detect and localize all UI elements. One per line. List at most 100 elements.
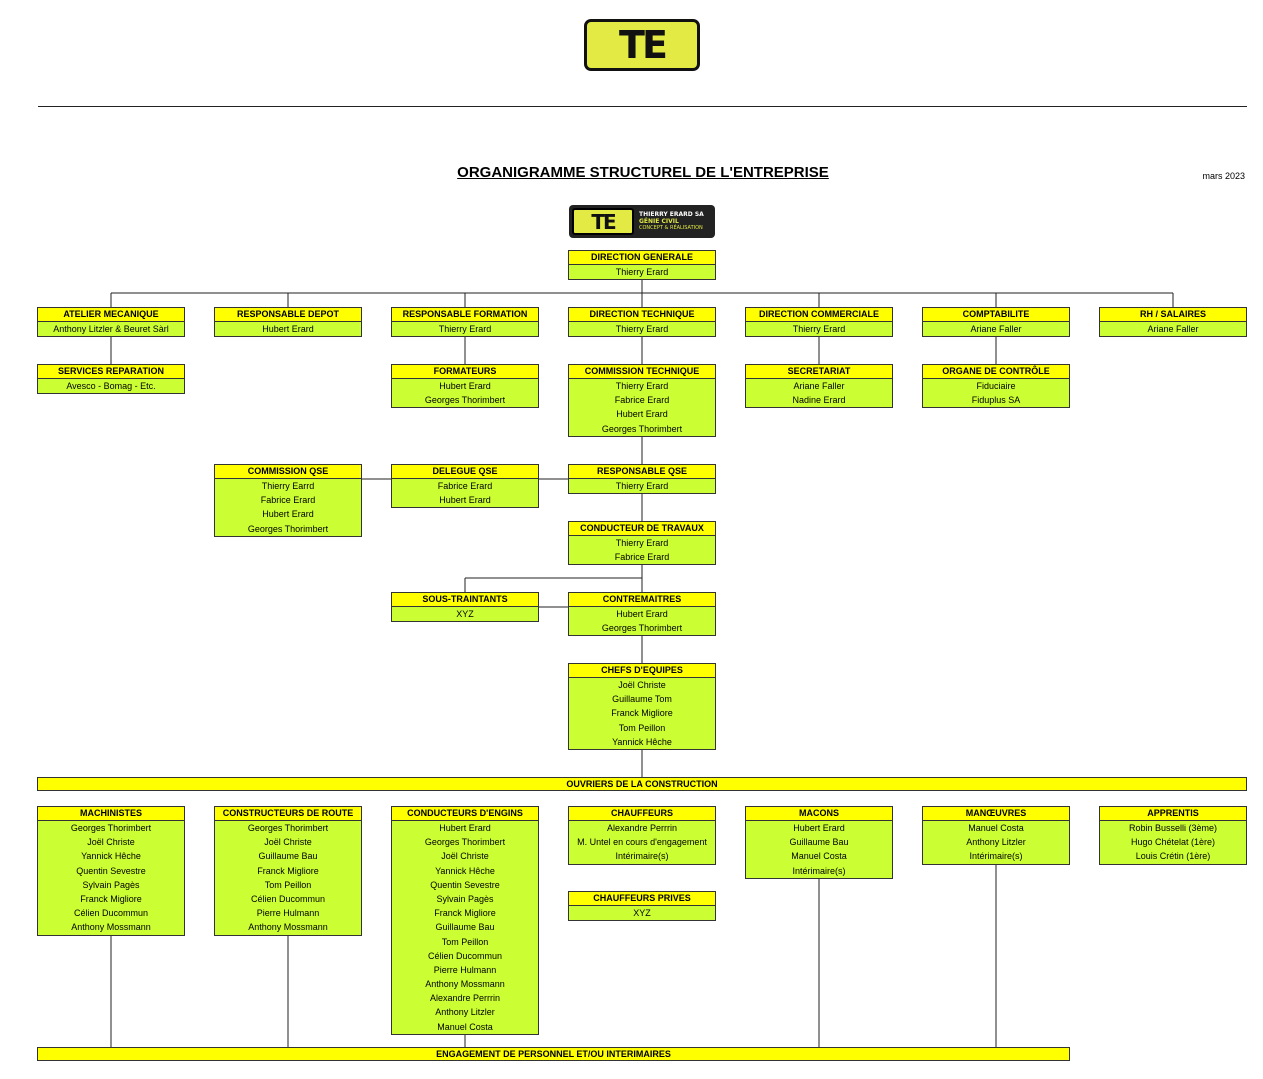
box-title: MANŒUVRES [923,807,1069,821]
box-member: XYZ [633,908,651,918]
box-member: Fabrice Erard [614,395,670,406]
box-apprentis: APPRENTIS Robin Busselli (3ème) Hugo Ché… [1099,806,1247,865]
box-member: Yannick Hêche [435,865,495,876]
box-member: Robin Busselli (3ème) [1128,823,1218,833]
company-activity: GÉNIE CIVIL [639,218,679,225]
box-macons: MACONS Hubert Erard Guillaume Bau Manuel… [745,806,893,879]
box-member: Hubert Erard [262,324,314,334]
box-member: Anthony Litzler [435,1007,495,1018]
box-member: Thierry Erard [615,324,669,334]
box-machinistes: MACHINISTES Georges Thorimbert Joël Chri… [37,806,185,936]
bar-ouvriers-construction: OUVRIERS DE LA CONSTRUCTION [37,777,1247,791]
box-member: Quentin Sevestre [76,865,146,876]
box-member: Alexandre Perrrin [429,993,501,1004]
box-member: Célien Ducommun [427,950,503,961]
box-member: Guillaume Tom [612,694,672,705]
box-responsable-depot: RESPONSABLE DEPOT Hubert Erard [214,307,362,338]
box-chauffeurs-prives: CHAUFFEURS PRIVES XYZ [568,891,716,922]
box-member: Intérimaire(s) [969,851,1023,862]
box-member: Hugo Chételat (1ère) [1130,837,1216,848]
box-member: Sylvain Pagès [82,879,140,890]
box-member: Guillaume Bau [435,922,495,933]
box-member: Hubert Erard [439,495,491,506]
box-member: Tom Peillon [618,722,666,733]
box-title: RESPONSABLE FORMATION [392,308,538,322]
box-delegue-qse: DELEGUE QSE Fabrice Erard Hubert Erard [391,464,539,509]
box-sous-traitants: SOUS-TRAINTANTS XYZ [391,592,539,623]
box-services-reparation: SERVICES REPARATION Avesco - Bomag - Etc… [37,364,185,395]
box-member: Célien Ducommun [250,893,326,904]
box-member: Alexandre Perrrin [606,823,678,833]
box-member: Fiduciaire [976,381,1016,391]
box-member: Thierry Erard [615,381,669,391]
box-member: Guillaume Bau [789,837,849,848]
box-title: ORGANE DE CONTRÔLE [923,365,1069,379]
box-member: Sylvain Pagès [436,893,494,904]
box-member: Tom Peillon [441,936,489,947]
box-conducteur-travaux: CONDUCTEUR DE TRAVAUX Thierry Erard Fabr… [568,521,716,566]
page-title: ORGANIGRAMME STRUCTUREL DE L'ENTREPRISE [457,164,829,181]
box-member: Manuel Costa [791,851,847,862]
box-member: Fabrice Erard [260,495,316,506]
box-secretariat: SECRETARIAT Ariane Faller Nadine Erard [745,364,893,409]
box-manoeuvres: MANŒUVRES Manuel Costa Anthony Litzler I… [922,806,1070,865]
box-member: Hubert Erard [439,823,491,833]
box-title: RESPONSABLE QSE [569,465,715,479]
company-badge: TE THIERRY ERARD SA GÉNIE CIVIL CONCEPT … [569,205,715,238]
box-member: Hubert Erard [616,609,668,619]
box-chefs-equipes: CHEFS D'EQUIPES Joël Christe Guillaume T… [568,663,716,750]
company-tagline: CONCEPT & RÉALISATION [639,225,703,231]
box-member: Guillaume Bau [258,851,318,862]
box-member: Thierry Erard [792,324,846,334]
box-member: Joël Christe [441,851,489,862]
box-title: CONTREMAITRES [569,593,715,607]
box-member: Fabrice Erard [614,552,670,563]
box-member: Franck Migliore [257,865,319,876]
document-date: mars 2023 [1202,171,1245,181]
box-comptabilite: COMPTABILITE Ariane Faller [922,307,1070,338]
box-member: Intérimaire(s) [615,851,669,862]
box-member: Anthony Mossmann [71,922,151,933]
box-member: Thierry Earrd [261,481,315,491]
box-rh-salaires: RH / SALAIRES Ariane Faller [1099,307,1247,338]
box-title: CONDUCTEUR DE TRAVAUX [569,522,715,536]
box-chauffeurs: CHAUFFEURS Alexandre Perrrin M. Untel en… [568,806,716,865]
box-member: Tom Peillon [264,879,312,890]
box-title: CHAUFFEURS PRIVES [569,892,715,906]
box-member: Ariane Faller [1147,324,1199,334]
bar-engagement-personnel: ENGAGEMENT DE PERSONNEL ET/OU INTERIMAIR… [37,1047,1070,1061]
company-name: THIERRY ERARD SA [639,211,704,218]
box-title: COMPTABILITE [923,308,1069,322]
box-title: COMMISSION QSE [215,465,361,479]
box-member: Louis Crétin (1ère) [1135,851,1211,862]
box-member: Franck Migliore [80,893,142,904]
box-title: SERVICES REPARATION [38,365,184,379]
box-responsable-qse: RESPONSABLE QSE Thierry Erard [568,464,716,495]
box-member: Hubert Erard [262,509,314,520]
box-member: Anthony Mossmann [425,979,505,990]
box-member: Anthony Litzler & Beuret Sàrl [53,324,169,334]
box-member: Hubert Erard [616,409,668,420]
box-title: RH / SALAIRES [1100,308,1246,322]
box-title: SOUS-TRAINTANTS [392,593,538,607]
box-atelier-mecanique: ATELIER MECANIQUE Anthony Litzler & Beur… [37,307,185,338]
box-member: Georges Thorimbert [70,823,152,833]
box-title: CONSTRUCTEURS DE ROUTE [215,807,361,821]
box-direction-commerciale: DIRECTION COMMERCIALE Thierry Erard [745,307,893,338]
box-title: FORMATEURS [392,365,538,379]
box-direction-generale: DIRECTION GENERALE Thierry Erard [568,250,716,281]
box-member: M. Untel en cours d'engagement [577,837,707,848]
box-member: Manuel Costa [968,823,1024,833]
box-member: Intérimaire(s) [792,865,846,876]
box-title: APPRENTIS [1100,807,1246,821]
box-member: Franck Migliore [434,908,496,919]
box-member: Hubert Erard [439,381,491,391]
box-member: Ariane Faller [793,381,845,391]
box-member: Joël Christe [87,837,135,848]
box-title: DIRECTION GENERALE [569,251,715,265]
box-member: Georges Thorimbert [424,837,506,848]
box-formateurs: FORMATEURS Hubert Erard Georges Thorimbe… [391,364,539,409]
box-member: Avesco - Bomag - Etc. [66,381,156,391]
box-commission-technique: COMMISSION TECHNIQUE Thierry Erard Fabri… [568,364,716,437]
